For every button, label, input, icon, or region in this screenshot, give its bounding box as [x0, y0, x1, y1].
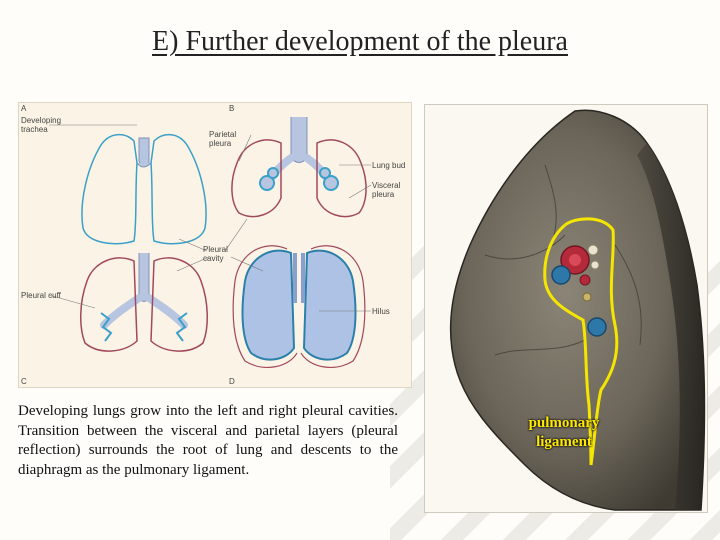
- panel-letter-a: A: [21, 104, 27, 113]
- label-pleural-cuff: Pleural cuff: [21, 291, 61, 300]
- diagram-drawing: [48, 117, 372, 368]
- label-hilus: Hilus: [372, 307, 390, 316]
- pleura-development-diagram: A B C D Developing trachea Parietal pleu…: [18, 102, 412, 388]
- panel-c-drawing: [79, 253, 209, 352]
- description-text: Developing lungs grow into the left and …: [18, 403, 398, 478]
- panel-b-drawing: [231, 117, 367, 218]
- label-developing-trachea: Developing trachea: [21, 116, 62, 134]
- lung-illustration: pulmonary ligament ​: [424, 104, 708, 513]
- panel-letter-c: C: [21, 377, 27, 386]
- panel-a-drawing: [81, 133, 207, 245]
- slide-title: E) Further development of the pleura: [152, 26, 568, 57]
- label-parietal-pleura: Parietal pleura: [209, 130, 237, 148]
- diagram-leader-lines: [48, 124, 372, 312]
- panel-letter-b: B: [229, 104, 235, 113]
- panel-d-drawing: [232, 245, 366, 368]
- pulmonary-ligament-label: pulmonary ligament: [528, 415, 600, 450]
- label-lung-bud: Lung bud: [372, 161, 406, 170]
- panel-letter-d: D: [229, 377, 235, 386]
- label-visceral-pleura: Visceral pleura: [372, 181, 401, 199]
- label-pleural-cavity: Pleural cavity: [203, 245, 228, 263]
- lung-drawing: [449, 109, 706, 511]
